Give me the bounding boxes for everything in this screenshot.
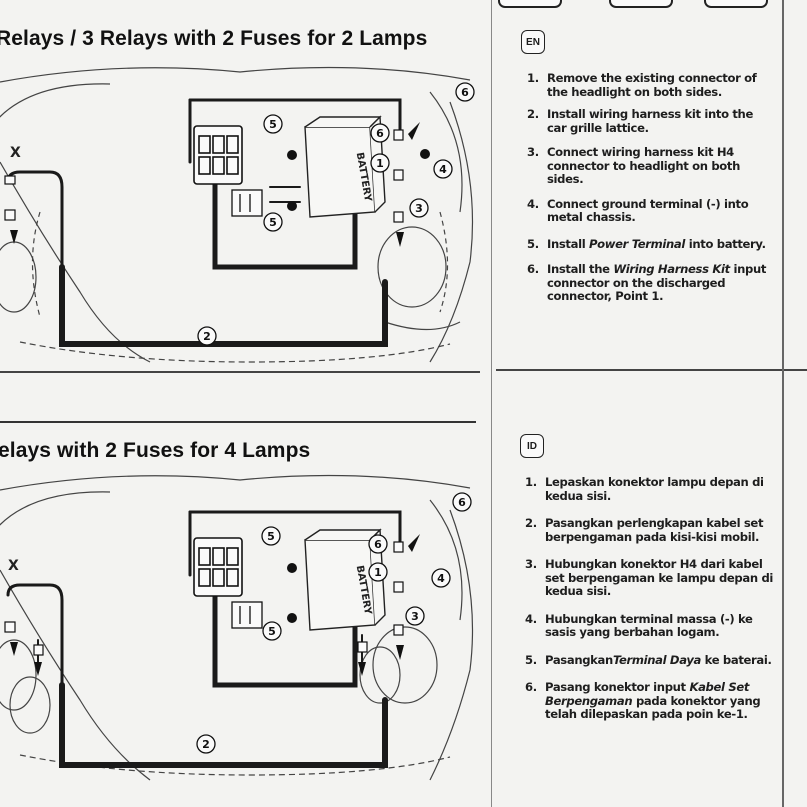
harness-main-wire-2 xyxy=(59,682,388,768)
callout-2: 2 xyxy=(197,326,217,346)
step-id-4: 4.Hubungkan terminal massa (-) ke sasis … xyxy=(525,611,753,639)
callout2-2: 2 xyxy=(196,734,216,754)
svg-text:2: 2 xyxy=(202,738,210,751)
column-divider xyxy=(491,0,492,807)
callout-6-top: 6 xyxy=(455,82,475,102)
title-id: elays with 2 Fuses for 4 Lamps xyxy=(0,439,311,462)
right-edge xyxy=(782,0,784,807)
callout-6-mid: 6 xyxy=(370,123,390,143)
svg-text:5: 5 xyxy=(267,530,275,543)
callout-3: 3 xyxy=(409,198,429,218)
car-fender-right xyxy=(429,91,463,213)
step-id-1: 1.Lepaskan konektor lampu depan di kedua… xyxy=(525,475,764,503)
section-divider-left xyxy=(0,371,480,373)
callout-5-top: 5 xyxy=(263,114,283,134)
top-tab-3 xyxy=(704,0,768,8)
svg-text:6: 6 xyxy=(374,538,382,551)
badge-en: EN xyxy=(521,30,545,54)
svg-text:1: 1 xyxy=(376,157,384,170)
svg-text:6: 6 xyxy=(376,127,384,140)
svg-text:5: 5 xyxy=(268,625,276,638)
svg-text:4: 4 xyxy=(439,163,447,176)
step-id-5: 5.PasangkanTerminal Daya ke baterai. xyxy=(525,652,772,667)
step-en-1: 1.Remove the existing connector of the h… xyxy=(527,71,757,99)
callout2-5-top: 5 xyxy=(261,526,281,546)
top-tab-2 xyxy=(609,0,673,8)
relay-block xyxy=(193,125,243,185)
top-tab-1 xyxy=(498,0,562,8)
harness-main-wire xyxy=(59,264,388,347)
car-body-left xyxy=(0,83,151,363)
svg-text:4: 4 xyxy=(437,572,445,585)
step-id-6: 6.Pasang konektor input Kabel Set Berpen… xyxy=(525,680,761,721)
callout-4: 4 xyxy=(433,159,453,179)
wiring-diagram-4-lamps: BATTERY 6 5 6 1 4 3 5 2 X xyxy=(0,474,474,781)
ground-mark: X xyxy=(10,145,21,161)
step-en-4: 4.Connect ground terminal (-) into metal… xyxy=(527,196,749,224)
step-en-6: 6.Install the Wiring Harness Kit input c… xyxy=(527,262,767,303)
callout2-5-bottom: 5 xyxy=(262,621,282,641)
callout2-6-mid: 6 xyxy=(368,534,388,554)
section-divider-right xyxy=(496,369,807,371)
svg-text:5: 5 xyxy=(269,216,277,229)
callout-1: 1 xyxy=(370,153,390,173)
svg-text:6: 6 xyxy=(461,86,469,99)
fuse-block xyxy=(231,189,263,217)
callout2-4: 4 xyxy=(431,568,451,588)
svg-text:6: 6 xyxy=(458,496,466,509)
car-hood-outline xyxy=(0,66,471,83)
step-en-3: 3.Connect wiring harness kit H4 connecto… xyxy=(527,145,741,186)
callout2-1: 1 xyxy=(368,562,388,582)
badge-id: ID xyxy=(520,434,544,458)
svg-text:1: 1 xyxy=(374,566,382,579)
step-en-5: 5.Install Power Terminal into battery. xyxy=(527,236,766,251)
svg-text:3: 3 xyxy=(415,202,423,215)
wiring-diagram-2-lamps: BATTERY 6 5 6 1 4 3 5 2 X xyxy=(0,66,475,363)
title-underline-id xyxy=(0,421,476,423)
ground-mark-2: X xyxy=(8,558,19,574)
callout2-6-top: 6 xyxy=(452,492,472,512)
harness-feed-wire-2 xyxy=(212,562,358,688)
svg-text:5: 5 xyxy=(269,118,277,131)
title-en: Relays / 3 Relays with 2 Fuses for 2 Lam… xyxy=(0,27,428,50)
car-body-right xyxy=(429,101,474,363)
step-en-2: 2.Install wiring harness kit into the ca… xyxy=(527,107,753,135)
step-id-3: 3.Hubungkan konektor H4 dari kabel set b… xyxy=(525,557,774,598)
svg-text:3: 3 xyxy=(411,610,419,623)
callout2-3: 3 xyxy=(405,606,425,626)
svg-text:2: 2 xyxy=(203,330,211,343)
harness-feed-wire xyxy=(212,149,358,270)
steps-en: 1.Remove the existing connector of the h… xyxy=(527,71,775,304)
car-hood-outline-2 xyxy=(0,474,471,491)
steps-id: 1.Lepaskan konektor lampu depan di kedua… xyxy=(525,475,775,722)
callout-5-bottom: 5 xyxy=(263,212,283,232)
step-id-2: 2.Pasangkan perlengkapan kabel set berpe… xyxy=(525,516,764,544)
